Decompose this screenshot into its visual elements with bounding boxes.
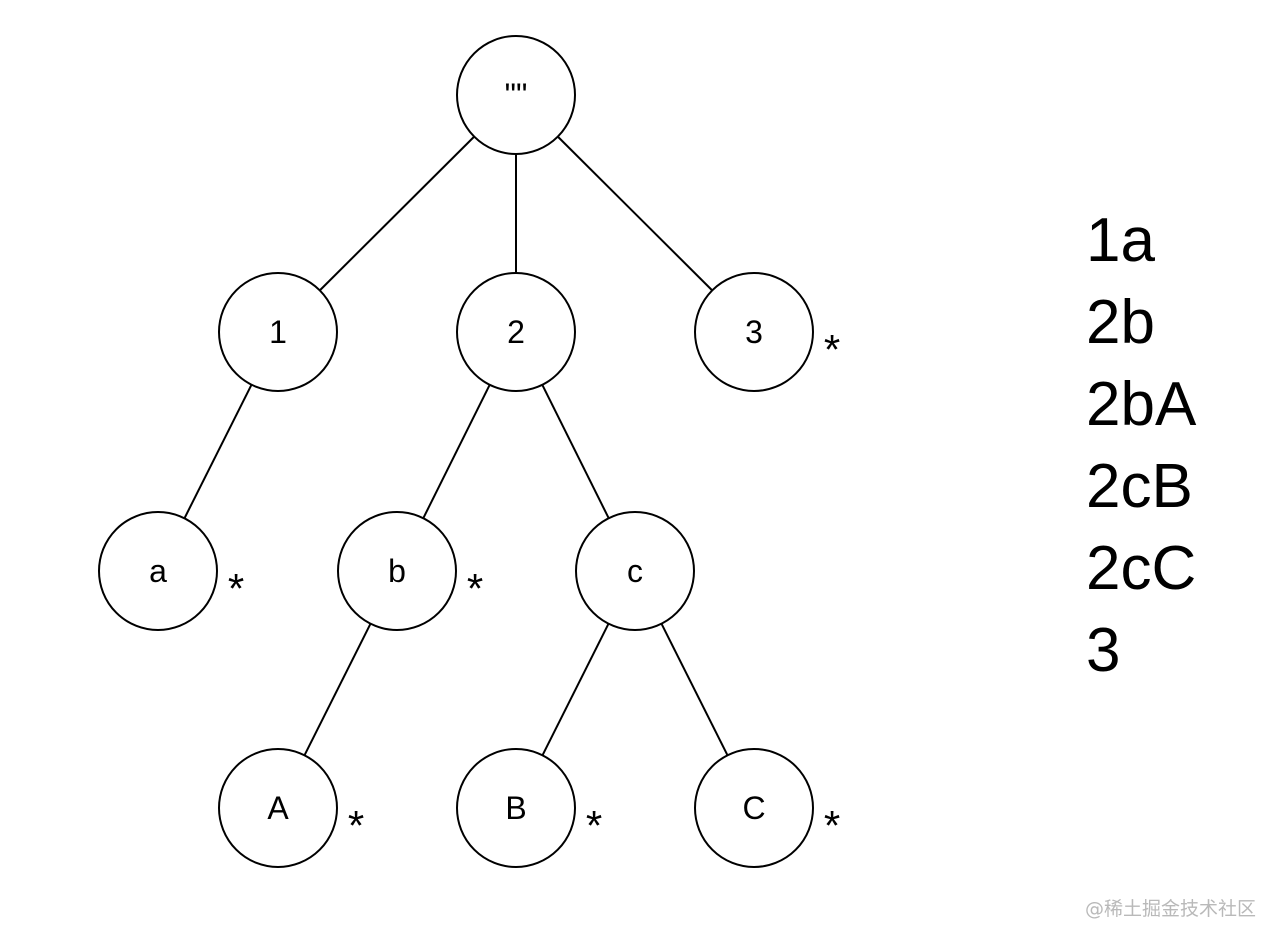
end-marker: * <box>824 326 840 373</box>
end-marker: * <box>824 802 840 849</box>
node-label: A <box>267 790 289 826</box>
watermark: @稀土掘金技术社区 <box>1084 898 1256 920</box>
tree-edges <box>183 135 729 756</box>
node-label: c <box>627 553 643 589</box>
node-circle <box>575 511 695 631</box>
tree-edge-n2-nb <box>422 384 491 519</box>
tree-node-n3: 3* <box>694 272 840 392</box>
node-circle <box>337 511 457 631</box>
node-label: a <box>149 553 167 589</box>
path-item: 2cB <box>1086 452 1193 521</box>
path-item: 2b <box>1086 288 1155 357</box>
tree-node-na: a* <box>98 511 244 631</box>
tree-edge-nc-nB <box>541 623 610 756</box>
tree-node-n1: 1 <box>218 272 338 392</box>
path-item: 2bA <box>1086 370 1197 439</box>
node-label: 3 <box>745 314 763 350</box>
end-marker: * <box>348 802 364 849</box>
tree-node-nA: A* <box>218 748 364 868</box>
node-label: C <box>742 790 765 826</box>
node-circle <box>694 748 814 868</box>
node-circle <box>456 748 576 868</box>
end-marker: * <box>228 565 244 612</box>
node-circle <box>694 272 814 392</box>
node-label: b <box>388 553 406 589</box>
tree-edge-nc-nC <box>660 623 729 756</box>
node-circle <box>218 272 338 392</box>
node-label: "" <box>505 77 528 113</box>
tree-edge-n1-na <box>183 384 253 519</box>
path-list: 1a 2b 2bA 2cB 2cC 3 <box>1086 200 1196 692</box>
node-circle <box>218 748 338 868</box>
node-label: B <box>505 790 526 826</box>
node-circle <box>456 272 576 392</box>
node-circle <box>98 511 218 631</box>
node-label: 1 <box>269 314 287 350</box>
tree-node-nB: B* <box>456 748 602 868</box>
path-item: 2cC <box>1086 534 1197 603</box>
tree-node-nc: c <box>575 511 695 631</box>
node-label: 2 <box>507 314 525 350</box>
tree-node-nb: b* <box>337 511 483 631</box>
tree-node-n2: 2 <box>456 272 576 392</box>
path-item: 1a <box>1086 206 1155 275</box>
tree-edge-root-n3 <box>557 135 713 292</box>
node-circle <box>456 35 576 155</box>
tree-node-root: "" <box>456 35 576 155</box>
tree-node-nC: C* <box>694 748 840 868</box>
tree-edge-root-n1 <box>319 135 475 292</box>
path-item: 3 <box>1086 616 1121 685</box>
end-marker: * <box>467 565 483 612</box>
tree-edge-nb-nA <box>303 623 372 756</box>
tree-edge-n2-nc <box>541 384 610 519</box>
end-marker: * <box>586 802 602 849</box>
